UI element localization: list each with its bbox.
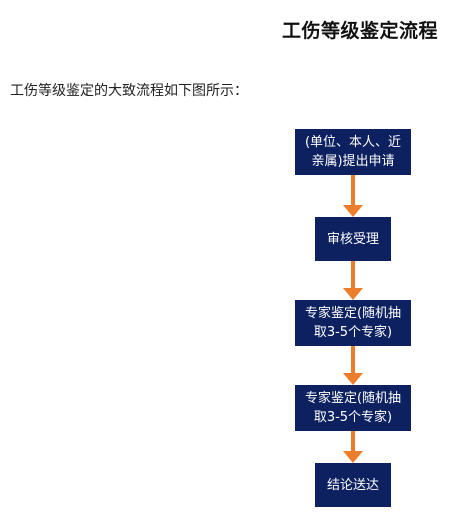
page-title: 工伤等级鉴定流程 xyxy=(281,20,438,42)
flow-step-apply: (单位、本人、近 亲属)提出申请 xyxy=(295,129,411,175)
flow-arrow-down xyxy=(343,261,363,300)
flow-step-label: (单位、本人、近 亲属)提出申请 xyxy=(304,135,402,169)
flow-arrow-down xyxy=(343,431,363,463)
flow-arrow-down xyxy=(343,346,363,385)
flow-step-label: 审核受理 xyxy=(326,231,379,247)
flow-step-label: 专家鉴定(随机抽 取3-5个专家) xyxy=(304,306,402,340)
flow-arrow-down xyxy=(343,175,363,217)
flow-step-label: 结论送达 xyxy=(326,477,379,493)
flow-step-conclusion-delivery: 结论送达 xyxy=(315,463,391,507)
flow-step-expert-appraisal: 专家鉴定(随机抽 取3-5个专家) xyxy=(295,300,411,346)
intro-paragraph: 工伤等级鉴定的大致流程如下图所示： xyxy=(10,83,248,99)
flow-step-label: 专家鉴定(随机抽 取3-5个专家) xyxy=(304,391,402,425)
flow-step-review: 审核受理 xyxy=(315,217,391,261)
flow-step-expert-appraisal: 专家鉴定(随机抽 取3-5个专家) xyxy=(295,385,411,431)
